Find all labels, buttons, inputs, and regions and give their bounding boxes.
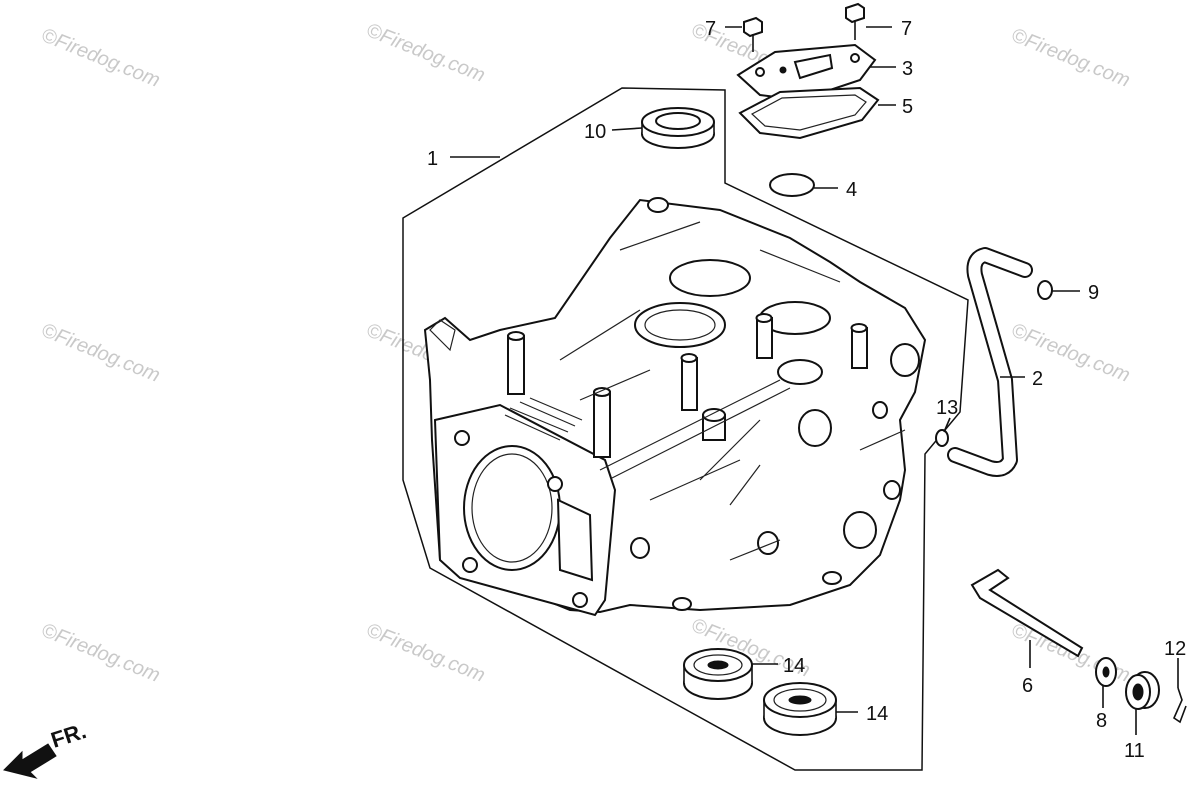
collar-bore [1132, 683, 1144, 701]
callout-13: 13 [936, 397, 958, 419]
flange-bolt-hole [572, 592, 588, 608]
watermark-text: ©Firedog.com [38, 319, 163, 387]
flange-bolt-hole [462, 557, 478, 573]
gasket [738, 86, 880, 140]
callout-2: 2 [1032, 368, 1043, 390]
breather-port [777, 359, 823, 385]
part-governor-rod [970, 568, 1084, 658]
bearing-race [773, 688, 827, 712]
post-boss [851, 327, 868, 369]
post-boss [593, 391, 611, 458]
cooling-fins [504, 397, 583, 441]
gasket-inner [750, 94, 867, 131]
part-clip-upper [1037, 280, 1053, 300]
plate-window [793, 53, 834, 80]
post-boss-top [507, 331, 525, 341]
callout-7-right: 7 [901, 18, 912, 40]
post-boss [681, 357, 698, 411]
post-boss [507, 335, 525, 395]
callout-8: 8 [1096, 710, 1107, 732]
leader-line [943, 417, 951, 433]
part-bearing-lower [763, 682, 837, 736]
part-washer [1095, 657, 1117, 687]
front-label: FR. [48, 718, 89, 753]
callout-14-lower: 14 [866, 703, 888, 725]
bearing-race [693, 654, 743, 676]
shaft-boss [883, 480, 901, 500]
valve-opening-inner [644, 309, 716, 341]
casting-ribs [559, 221, 906, 561]
flange-bolt-hole [547, 476, 563, 492]
bearing-bore [707, 660, 729, 670]
shaft-boss [843, 511, 877, 549]
part-breather-plate [736, 43, 877, 102]
watermark-text: ©Firedog.com [363, 619, 488, 687]
shaft-boss [872, 401, 888, 419]
oil-seal-inner [655, 112, 701, 130]
callout-7-left: 7 [705, 18, 716, 40]
mount-hole [647, 197, 669, 213]
cylinder-bore-inner [471, 453, 553, 563]
top-opening [669, 259, 751, 297]
post-boss-top [755, 313, 773, 323]
shaft-boss [890, 343, 920, 377]
cylinder-bore [463, 445, 561, 571]
part-collar [1125, 671, 1160, 710]
callout-5: 5 [902, 96, 913, 118]
callout-1: 1 [427, 148, 438, 170]
plate-dot [779, 66, 787, 74]
post-boss-top [593, 387, 611, 397]
side-lug [429, 319, 456, 352]
bearing-bore [788, 695, 812, 705]
plate-hole [755, 67, 765, 77]
part-clip-lower [935, 429, 949, 447]
shaft-boss [757, 531, 779, 555]
front-direction-marker: FR. [3, 718, 89, 779]
callout-10: 10 [584, 121, 606, 143]
watermark-text: ©Firedog.com [1008, 24, 1133, 92]
watermark-text: ©Firedog.com [38, 619, 163, 687]
post-boss-top [702, 408, 726, 422]
bolt-head [743, 16, 763, 38]
part-bearing-upper [683, 648, 753, 700]
plate-hole [850, 53, 860, 63]
post-boss-top [850, 323, 868, 333]
leader-lines [450, 26, 1179, 735]
mount-hole [822, 571, 842, 585]
washer-hole [1102, 666, 1110, 678]
post-boss-top [680, 353, 698, 363]
callout-14-upper: 14 [783, 655, 805, 677]
callout-6: 6 [1022, 675, 1033, 697]
post-boss [756, 317, 773, 359]
callout-3: 3 [902, 58, 913, 80]
part-bolt-right [845, 2, 865, 40]
bolt-head [845, 2, 865, 24]
front-arrow-icon [3, 743, 57, 779]
flange-bolt-hole [454, 430, 470, 446]
callout-4: 4 [846, 179, 857, 201]
governor-rod [970, 568, 1084, 658]
callout-12: 12 [1164, 638, 1186, 660]
part-bolt-left [743, 16, 763, 52]
callout-9: 9 [1088, 282, 1099, 304]
callout-11: 11 [1124, 740, 1145, 762]
watermark-text: ©Firedog.com [1008, 319, 1133, 387]
part-oil-seal [641, 107, 715, 149]
shaft-boss [630, 537, 650, 559]
part-plug [769, 173, 815, 197]
flange-port [556, 498, 594, 582]
crankcase-body [423, 197, 927, 617]
leader-line [611, 127, 643, 131]
mount-hole [672, 597, 692, 611]
watermark-text: ©Firedog.com [38, 24, 163, 92]
watermark-text: ©Firedog.com [363, 19, 488, 87]
part-gasket [738, 86, 880, 140]
shaft-boss [798, 409, 832, 447]
part-cotter-pin [1172, 687, 1187, 724]
callouts: 1 2 3 4 5 6 7 7 8 9 10 11 12 13 14 14 [427, 18, 1186, 762]
